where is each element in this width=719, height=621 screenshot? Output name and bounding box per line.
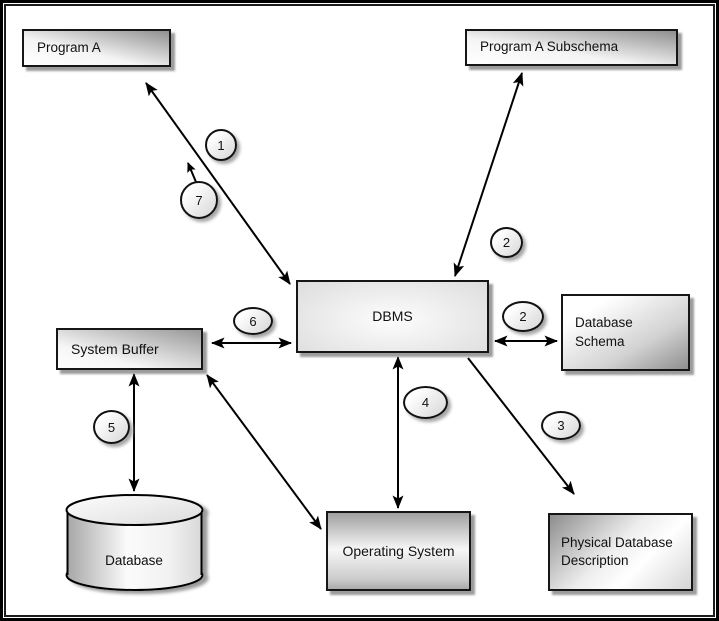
node-dbms-label: DBMS: [372, 308, 413, 325]
node-physical-database-description-label-line1: Physical Database: [561, 534, 673, 550]
database-cylinder-top: [65, 494, 204, 526]
badge-step-1-label: 1: [217, 137, 225, 153]
badge-step-2-subschema: 2: [490, 227, 523, 258]
arrow-dbms-physical-database-description: [467, 357, 575, 495]
badge-step-7-label: 7: [195, 192, 203, 208]
node-database-label: Database: [105, 553, 163, 568]
badge-step-5: 5: [93, 410, 130, 444]
badge-step-1: 1: [205, 129, 237, 161]
node-system-buffer: System Buffer: [56, 328, 203, 370]
badge-step-4: 4: [403, 386, 448, 419]
node-physical-database-description: Physical Database Description: [548, 513, 693, 591]
node-system-buffer-label: System Buffer: [71, 340, 159, 357]
database-cylinder: Database: [65, 494, 204, 591]
badge-step-5-label: 5: [107, 419, 116, 435]
arrow-program-a-dbms: [145, 82, 291, 285]
node-operating-system-label: Operating System: [342, 542, 455, 559]
node-program-a-label: Program A: [37, 39, 101, 55]
node-dbms: DBMS: [296, 280, 489, 353]
arrow-program-a-subschema-dbms: [453, 72, 524, 277]
badge-step-2-schema-label: 2: [519, 309, 527, 324]
badge-step-2-subschema-label: 2: [502, 235, 511, 250]
node-physical-database-description-label-line2: Description: [561, 553, 629, 568]
arrow-badge7-pointer: [187, 162, 197, 183]
node-program-a-subschema: Program A Subschema: [465, 29, 678, 66]
badge-step-4-label: 4: [421, 395, 430, 410]
badge-step-7: 7: [180, 181, 218, 219]
node-database-schema: Database Schema: [561, 294, 690, 371]
node-program-a: Program A: [22, 29, 171, 67]
badge-step-2-schema: 2: [502, 301, 544, 332]
node-operating-system: Operating System: [326, 511, 471, 591]
node-database-schema-label-line2: Schema: [575, 333, 625, 349]
badge-step-6: 6: [233, 307, 273, 335]
arrow-system-buffer-operating-system: [206, 374, 322, 530]
badge-step-3-label: 3: [557, 418, 565, 433]
badge-step-3: 3: [541, 411, 581, 440]
diagram-connectors-layer: Database: [65, 72, 575, 591]
node-database-schema-label-line1: Database: [575, 315, 633, 331]
badge-step-6-label: 6: [249, 313, 257, 329]
node-program-a-subschema-label: Program A Subschema: [480, 39, 619, 55]
